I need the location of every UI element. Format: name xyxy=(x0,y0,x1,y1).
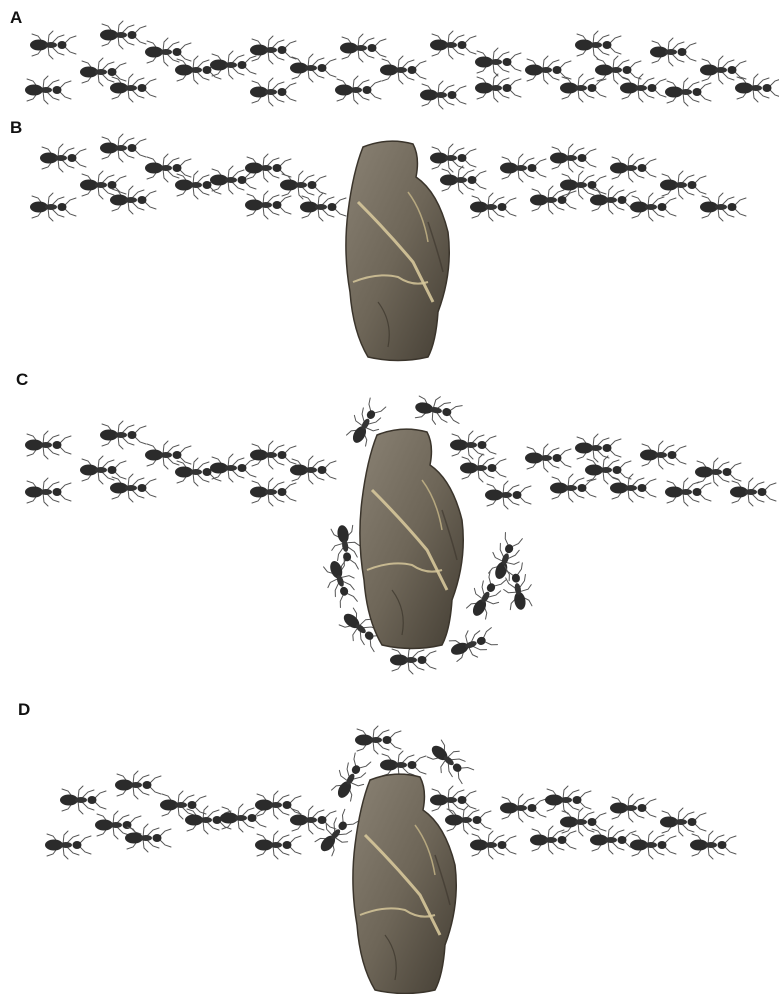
ant-icon xyxy=(340,34,386,62)
ant-icon xyxy=(250,441,296,469)
ant-icon xyxy=(470,193,516,221)
ant-icon xyxy=(650,38,696,66)
ant-icon xyxy=(660,808,706,836)
ant-icon xyxy=(250,478,296,506)
rock-icon xyxy=(353,774,456,993)
ant-icon xyxy=(390,646,436,674)
ant-icon xyxy=(430,144,476,172)
ant-icon xyxy=(110,186,156,214)
ant-icon xyxy=(525,56,571,84)
ant-icon xyxy=(690,831,736,859)
ant-icon xyxy=(665,78,711,106)
ant-icon xyxy=(595,56,641,84)
ant-icon xyxy=(80,58,126,86)
ant-icon xyxy=(30,31,76,59)
ant-icon xyxy=(280,171,326,199)
ant-icon xyxy=(420,81,466,109)
ant-icon xyxy=(430,786,476,814)
ant-icon xyxy=(175,56,221,84)
ant-icon xyxy=(450,431,496,459)
ant-icon xyxy=(250,78,296,106)
ant-icon xyxy=(610,474,656,502)
ant-icon xyxy=(255,791,301,819)
ant-icon xyxy=(25,76,71,104)
ant-icon xyxy=(700,56,746,84)
ant-icon xyxy=(424,736,477,787)
ant-icon xyxy=(300,193,346,221)
ant-icon xyxy=(290,54,336,82)
ant-icon xyxy=(560,74,606,102)
ant-icon xyxy=(110,74,156,102)
ant-icon xyxy=(45,831,91,859)
ant-icon xyxy=(355,726,401,754)
ant-icon xyxy=(255,831,301,859)
ant-icon xyxy=(545,786,591,814)
ant-icon xyxy=(475,48,521,76)
ant-icon xyxy=(110,474,156,502)
ant-icon xyxy=(25,431,71,459)
ant-icon xyxy=(585,456,631,484)
ant-icon xyxy=(620,74,666,102)
ant-icon xyxy=(610,154,656,182)
ant-icon xyxy=(100,21,146,49)
ant-icon xyxy=(500,154,546,182)
ant-icon xyxy=(30,193,76,221)
ant-icon xyxy=(630,831,676,859)
ant-icon xyxy=(100,134,146,162)
ant-icon xyxy=(60,786,106,814)
ant-icon xyxy=(115,771,161,799)
ant-icon xyxy=(640,441,686,469)
ant-icon xyxy=(210,454,256,482)
rock-icon xyxy=(360,429,463,648)
ant-icon xyxy=(475,74,521,102)
ant-icon xyxy=(500,794,546,822)
ant-icon xyxy=(700,193,746,221)
ant-icon xyxy=(245,154,291,182)
ant-icon xyxy=(40,144,86,172)
ant-icon xyxy=(730,478,776,506)
ant-icon xyxy=(525,444,571,472)
ant-icon xyxy=(550,144,596,172)
ant-icon xyxy=(100,421,146,449)
rock-icon xyxy=(346,141,449,360)
ant-icon xyxy=(445,806,491,834)
ant-icon xyxy=(590,826,636,854)
ant-icon xyxy=(210,51,256,79)
ant-icon xyxy=(590,186,636,214)
ant-icon xyxy=(485,531,527,584)
ant-icon xyxy=(160,791,206,819)
ant-icon xyxy=(735,74,779,102)
ant-icon xyxy=(660,171,706,199)
ant-icon xyxy=(446,623,499,665)
ant-icon xyxy=(25,478,71,506)
ant-icon xyxy=(630,193,676,221)
ant-icon xyxy=(610,794,656,822)
ant-icon xyxy=(335,76,381,104)
ant-icon xyxy=(575,434,621,462)
ant-icon xyxy=(413,393,463,429)
ant-icon xyxy=(125,824,171,852)
ant-icon xyxy=(290,806,336,834)
ant-icon xyxy=(440,166,486,194)
ant-icon xyxy=(250,36,296,64)
ant-icon xyxy=(550,474,596,502)
ant-icon xyxy=(380,56,426,84)
ant-icon xyxy=(460,454,506,482)
ant-icon xyxy=(430,31,476,59)
ant-icon xyxy=(485,481,531,509)
ant-icon xyxy=(175,171,221,199)
ant-icon xyxy=(575,31,621,59)
ant-icon xyxy=(290,456,336,484)
ant-icon xyxy=(665,478,711,506)
ant-icon xyxy=(470,831,516,859)
